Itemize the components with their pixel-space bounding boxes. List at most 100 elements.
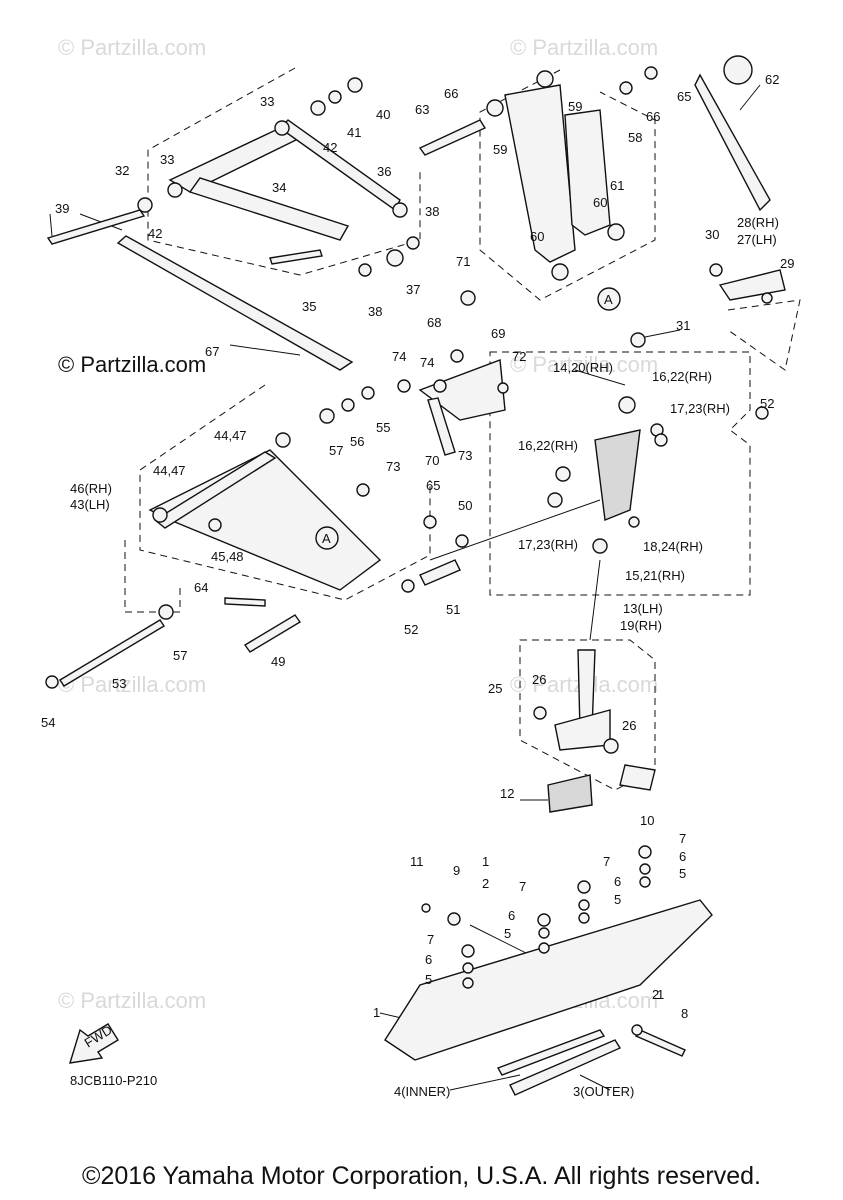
bolt-64: [224, 597, 266, 607]
callout-c54: 54: [41, 715, 55, 730]
callout-c53: 53: [112, 676, 126, 691]
callout-c44a: 44,47: [214, 428, 247, 443]
brand-watermark: © Partzilla.com: [58, 352, 207, 377]
collar-10: [619, 764, 656, 791]
ski-runner-4: [496, 1029, 606, 1076]
callout-c57b: 57: [173, 648, 187, 663]
bolt-63: [418, 119, 487, 156]
callout-c42b: 42: [148, 226, 162, 241]
callout-c36: 36: [377, 164, 391, 179]
tie-rod: [116, 235, 354, 371]
callout-c2b: 2: [652, 987, 659, 1002]
shock-absorber: [504, 84, 576, 263]
ski-runner-3: [509, 1039, 622, 1096]
callout-c2: 2: [482, 876, 489, 891]
callout-c16b: 16,22(RH): [518, 438, 578, 453]
copyright-footer: ©2016 Yamaha Motor Corporation, U.S.A. A…: [82, 1162, 761, 1190]
callout-c60b: 60: [530, 229, 544, 244]
callout-c17b: 17,23(RH): [518, 537, 578, 552]
callout-c64: 64: [194, 580, 208, 595]
arm-27-28: [718, 269, 786, 301]
callout-c13: 13(LH): [623, 601, 663, 616]
callout-c35: 35: [302, 299, 316, 314]
callout-c5c: 5: [504, 926, 511, 941]
diagram-code: 8JCB110-P210: [70, 1073, 158, 1088]
watermark: © Partzilla.com: [58, 988, 206, 1013]
callout-c3: 3(OUTER): [573, 1084, 634, 1099]
callout-c7a: 7: [679, 831, 686, 846]
callout-c67: 67: [205, 344, 219, 359]
callout-c72: 72: [512, 349, 526, 364]
callout-c6d: 6: [425, 952, 432, 967]
callout-c19: 19(RH): [620, 618, 662, 633]
bolt-39: [46, 209, 146, 245]
callout-c15: 15,21(RH): [625, 568, 685, 583]
callout-c26b: 26: [622, 718, 636, 733]
callout-c59a: 59: [568, 99, 582, 114]
callout-c1: 1: [482, 854, 489, 869]
callout-c12: 12: [500, 786, 514, 801]
callout-c32: 32: [115, 163, 129, 178]
callout-c56: 56: [350, 434, 364, 449]
bolt-35: [269, 249, 323, 265]
callout-c31: 31: [676, 318, 690, 333]
spindle-bracket: [594, 429, 641, 521]
callout-c63: 63: [415, 102, 429, 117]
forward-arrow-icon: [69, 1023, 119, 1064]
callout-c16a: 16,22(RH): [652, 369, 712, 384]
callout-c14: 14,20(RH): [553, 360, 613, 375]
callout-c74a: 74: [392, 349, 406, 364]
callout-c62: 62: [765, 72, 779, 87]
callout-c59b: 59: [493, 142, 507, 157]
callout-c50: 50: [458, 498, 472, 513]
linkage-69: [418, 359, 506, 421]
callout-c17a: 17,23(RH): [670, 401, 730, 416]
callout-c9: 9: [453, 863, 460, 878]
callout-c51: 51: [446, 602, 460, 617]
callout-c27: 27(LH): [737, 232, 777, 247]
rod-70: [427, 397, 456, 456]
callout-c66a: 66: [444, 86, 458, 101]
callout-c45: 45,48: [211, 549, 244, 564]
watermark: © Partzilla.com: [58, 35, 206, 60]
callout-c66b: 66: [646, 109, 660, 124]
callout-c42a: 42: [323, 140, 337, 155]
callout-c5d: 5: [425, 972, 432, 987]
damper-12: [547, 774, 593, 813]
shock-cover-61: [564, 109, 611, 236]
callout-c8: 8: [681, 1006, 688, 1021]
ref-a-circle-upper: [597, 287, 621, 311]
callout-c4: 4(INNER): [394, 1084, 450, 1099]
ref-marker-a-upper: A: [604, 292, 613, 307]
callout-c73a: 73: [386, 459, 400, 474]
callout-c73b: 73: [458, 448, 472, 463]
bolt-8: [634, 1029, 686, 1057]
callout-c49: 49: [271, 654, 285, 669]
callout-c55: 55: [376, 420, 390, 435]
callout-c33a: 33: [260, 94, 274, 109]
callout-c7b: 7: [519, 879, 526, 894]
callout-c43: 43(LH): [70, 497, 110, 512]
callout-c40: 40: [376, 107, 390, 122]
collar-51: [419, 559, 461, 586]
callout-c57a: 57: [329, 443, 343, 458]
callout-c38b: 38: [368, 304, 382, 319]
callout-c74b: 74: [420, 355, 434, 370]
bolt-49: [243, 614, 302, 653]
callout-c37: 37: [406, 282, 420, 297]
shock-gauge-62: [694, 73, 771, 212]
ref-marker-a-lower: A: [322, 531, 331, 546]
callout-c68: 68: [427, 315, 441, 330]
callout-labels: 111223(OUTER)4(INNER)5555666677778910111…: [41, 72, 794, 1099]
callout-c28: 28(RH): [737, 215, 779, 230]
callout-c7d: 7: [603, 854, 610, 869]
gauge-dial: [723, 55, 753, 85]
callout-c5b: 5: [614, 892, 621, 907]
callout-c65b: 65: [426, 478, 440, 493]
callout-c30: 30: [705, 227, 719, 242]
callout-c7c: 7: [427, 932, 434, 947]
callout-c69: 69: [491, 326, 505, 341]
callout-c29: 29: [780, 256, 794, 271]
